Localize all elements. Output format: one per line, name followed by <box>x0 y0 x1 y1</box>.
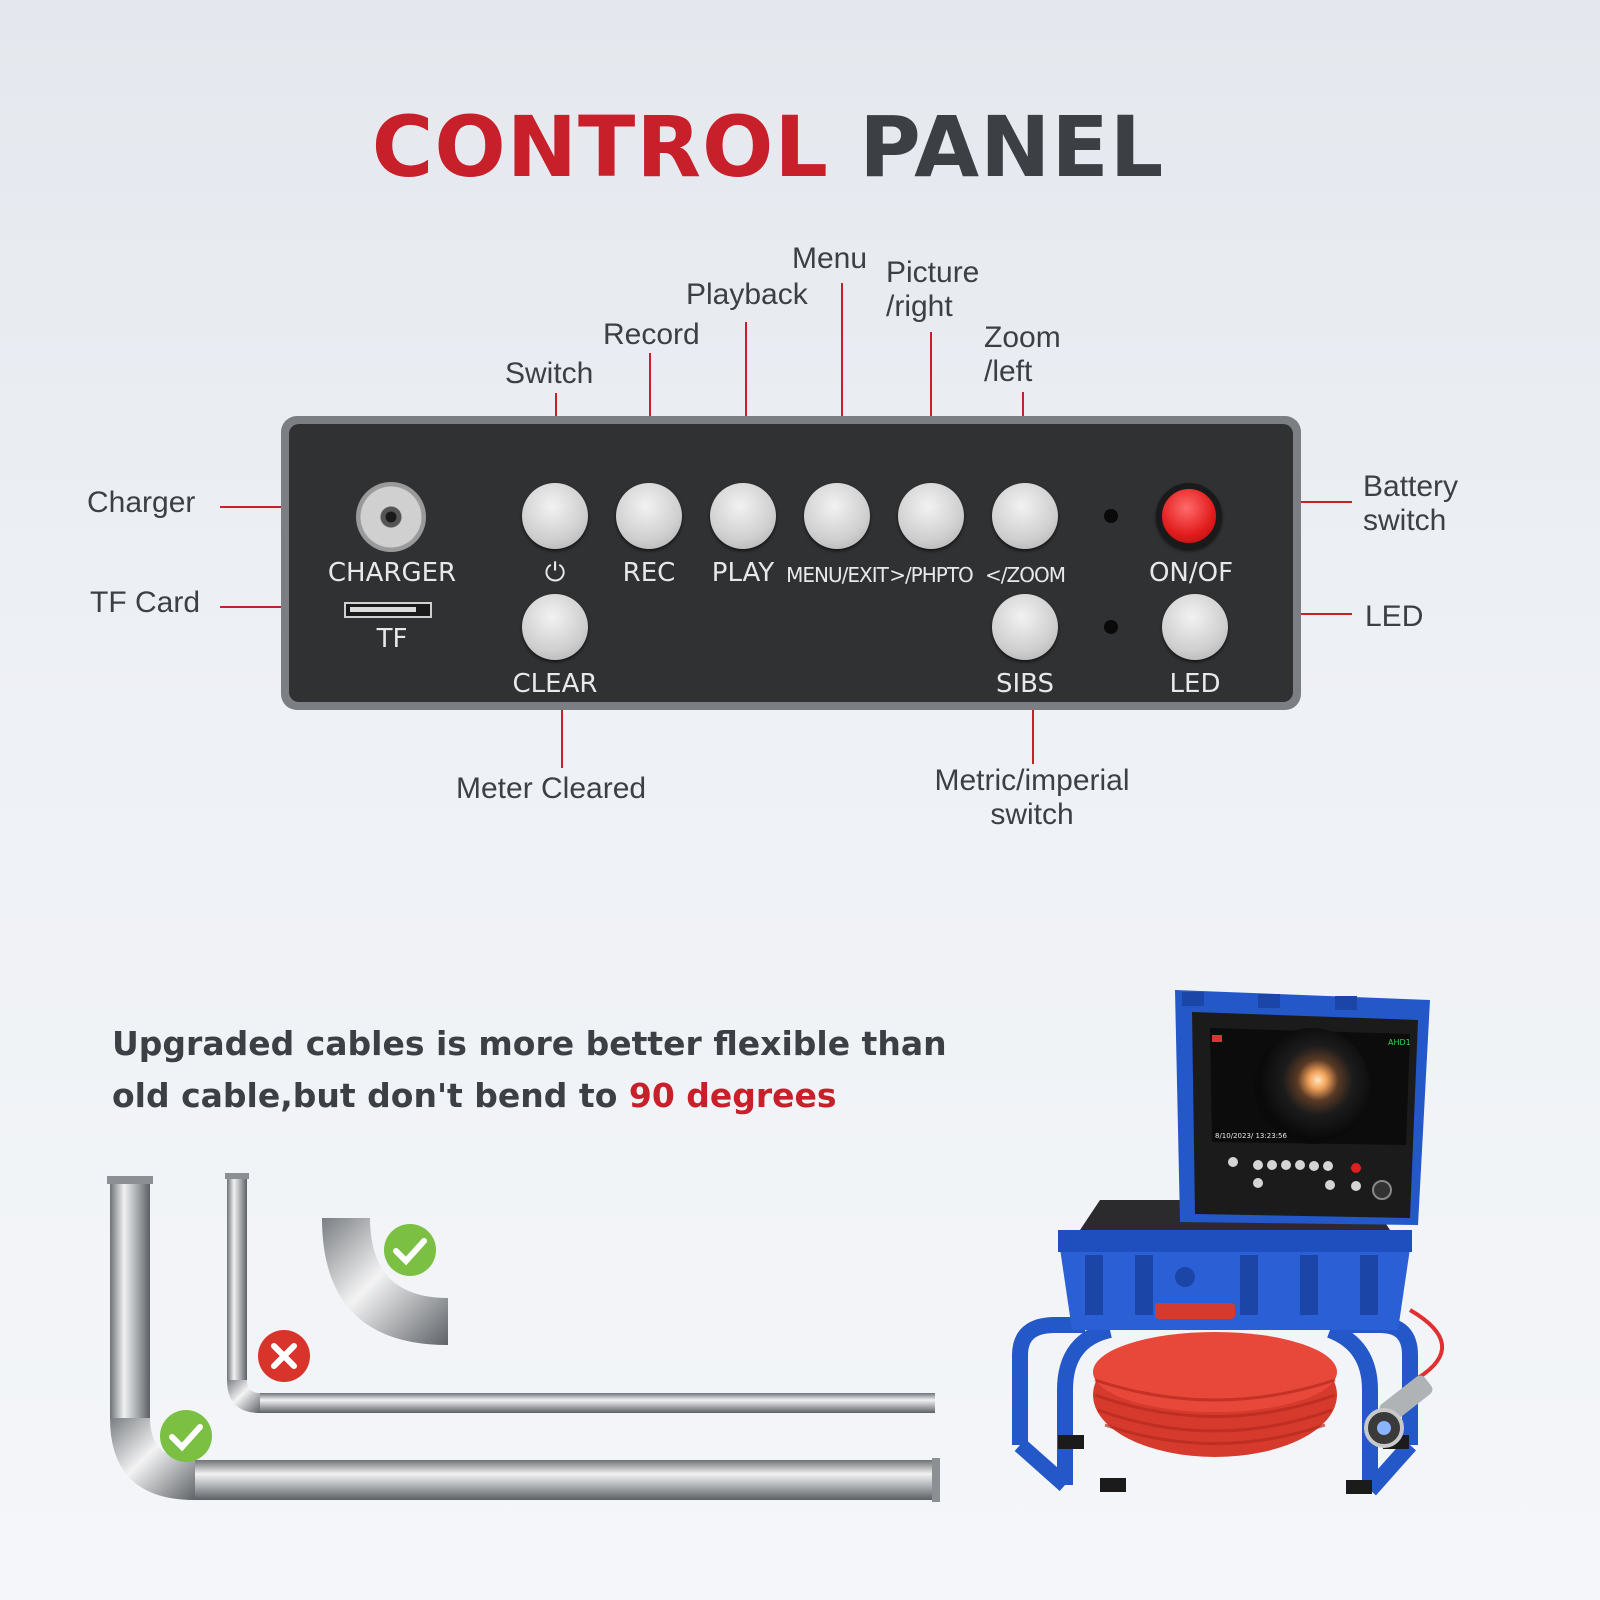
cross-icon <box>258 1330 310 1382</box>
panel-label-play: PLAY <box>711 558 775 588</box>
mini-control-buttons <box>1228 1157 1361 1191</box>
callout-charger: Charger <box>87 486 196 519</box>
indicator-dot <box>1104 509 1118 523</box>
menu-exit-button[interactable] <box>804 483 870 549</box>
title-control: CONTROL <box>371 98 829 196</box>
pipe-elbow <box>322 1218 448 1345</box>
cable-note-highlight: 90 degrees <box>628 1076 837 1115</box>
power-switch-button[interactable] <box>522 483 588 549</box>
charger-port <box>356 482 426 552</box>
callout-switch: Switch <box>505 357 594 390</box>
small-bent-pipe <box>225 1173 935 1413</box>
cable-reel <box>1093 1332 1337 1457</box>
control-panel: CHARGER TF ⏻ REC PLAY MENU/EXIT >/PHPTO … <box>289 424 1293 702</box>
callout-led: LED <box>1365 600 1424 633</box>
callout-playback: Playback <box>686 278 808 311</box>
screen-channel: AHD1 <box>1388 1038 1411 1047</box>
camera-head <box>1364 1375 1433 1448</box>
panel-label-on-off: ON/OF <box>1148 558 1234 588</box>
callout-tf-card: TF Card <box>90 586 201 619</box>
panel-label-sibs: SIBS <box>995 669 1055 699</box>
panel-label-menu-exit: MENU/EXIT <box>786 563 889 587</box>
power-icon: ⏻ <box>544 558 566 588</box>
title-panel: PANEL <box>859 98 1165 196</box>
clear-button[interactable] <box>522 594 588 660</box>
panel-label-led: LED <box>1169 669 1221 699</box>
control-panel-frame: CHARGER TF ⏻ REC PLAY MENU/EXIT >/PHPTO … <box>281 416 1301 710</box>
panel-label-rec: REC <box>622 558 676 588</box>
callout-record: Record <box>603 318 700 351</box>
check-icon <box>160 1410 212 1462</box>
screen-datetime: 8/10/2023/ 13:23:56 <box>1215 1132 1287 1140</box>
large-bent-pipe <box>107 1176 940 1502</box>
on-off-button[interactable] <box>1156 483 1222 549</box>
tf-card-slot <box>344 602 432 618</box>
page-title: CONTROL PANEL <box>0 105 1536 189</box>
rec-button[interactable] <box>616 483 682 549</box>
zoom-left-button[interactable] <box>992 483 1058 549</box>
callout-metric-imperial: Metric/imperial switch <box>934 764 1130 831</box>
panel-label-charger: CHARGER <box>327 558 457 588</box>
led-button[interactable] <box>1162 594 1228 660</box>
cable-note-line1: Upgraded cables is more better flexible … <box>112 1024 947 1063</box>
indicator-dot <box>1104 620 1118 634</box>
panel-label-photo: >/PHPTO <box>889 563 974 587</box>
sibs-button[interactable] <box>992 594 1058 660</box>
cable-note-line2: old cable,but don't bend to <box>112 1076 629 1115</box>
callout-picture-right: Picture /right <box>886 256 980 323</box>
photo-right-button[interactable] <box>898 483 964 549</box>
case-base <box>1058 1230 1412 1330</box>
cable-note: Upgraded cables is more better flexible … <box>112 1018 1012 1122</box>
panel-label-clear: CLEAR <box>512 669 598 699</box>
play-button[interactable] <box>710 483 776 549</box>
panel-label-zoom: </ZOOM <box>985 563 1066 587</box>
panel-label-tf: TF <box>376 624 408 654</box>
callout-meter-cleared: Meter Cleared <box>456 772 647 805</box>
callout-zoom-left: Zoom /left <box>984 321 1061 388</box>
callout-menu: Menu <box>792 242 868 275</box>
callout-battery-switch: Battery switch <box>1363 470 1459 537</box>
check-icon <box>384 1224 436 1276</box>
device-screen <box>1210 1028 1410 1145</box>
